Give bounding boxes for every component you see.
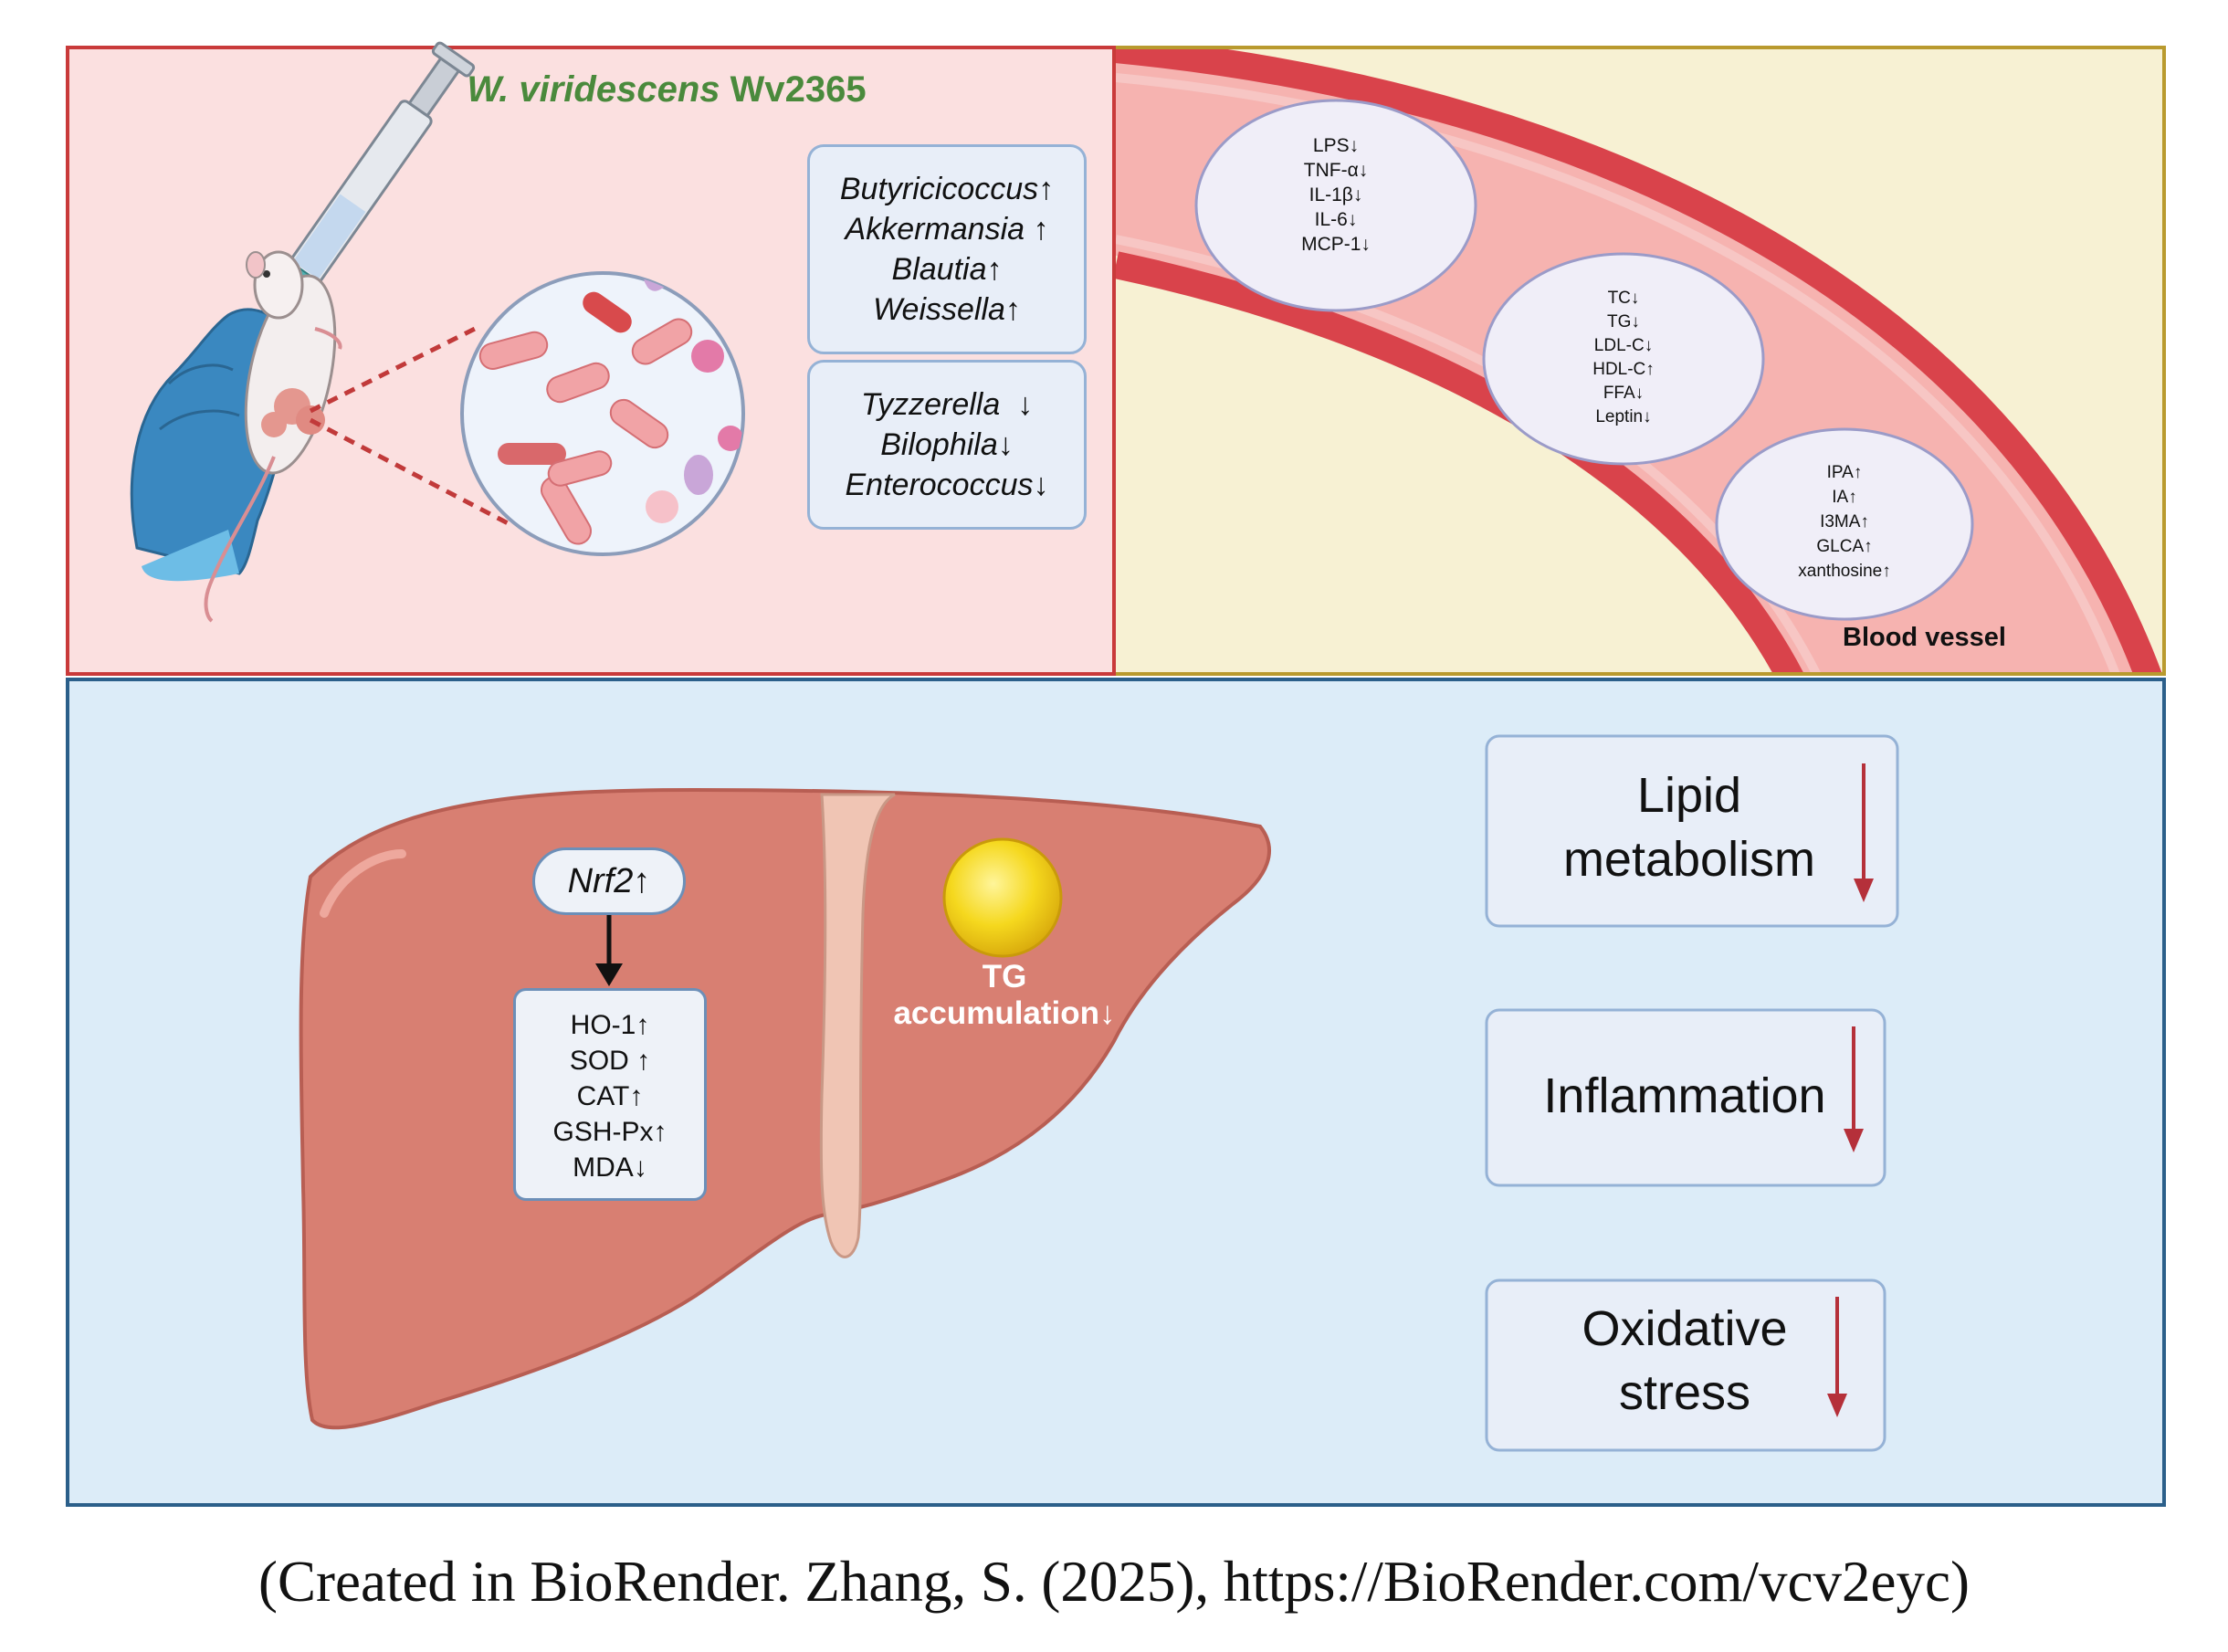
lipid-metabolism-box bbox=[1485, 734, 1899, 928]
metabolite-ellipse bbox=[1715, 427, 1974, 621]
metabolite-list: IPA↑ IA↑ I3MA↑ GLCA↑ xanthosine↑ bbox=[1798, 463, 1891, 581]
strain-title: W. viridescens Wv2365 bbox=[467, 69, 867, 110]
inflammation-box bbox=[1485, 1008, 1886, 1187]
mouse-icon bbox=[204, 250, 342, 623]
lipid-metabolism-label: Lipid metabolism bbox=[1562, 768, 1816, 887]
taxon-decreased: Enterococcus↓ bbox=[845, 468, 1049, 502]
oxidative-stress-box bbox=[1485, 1278, 1886, 1452]
antioxidant-enzyme-box: HO-1↑ SOD ↑ CAT↑ GSH-Px↑ MDA↓ bbox=[513, 988, 707, 1201]
taxon-increased: Blautia↑ bbox=[891, 252, 1003, 287]
decreased-taxa-box: Tyzzerella ↓ Bilophila↓ Enterococcus↓ bbox=[807, 360, 1087, 530]
nrf2-box: Nrf2↑ bbox=[532, 847, 686, 915]
liver-illustration bbox=[299, 787, 1271, 1430]
taxon-increased: Akkermansia ↑ bbox=[845, 212, 1049, 247]
nrf2-to-enzymes-arrow bbox=[595, 915, 623, 986]
increased-taxa-box: Butyricicoccus↑ Akkermansia ↑ Blautia↑ W… bbox=[807, 144, 1087, 354]
tg-accumulation-label: TG accumulation↓ bbox=[893, 959, 1116, 1031]
oxidative-down-arrow-icon bbox=[1827, 1297, 1847, 1417]
lipid-down-arrow-icon bbox=[1854, 763, 1874, 902]
lipid-marker-list: TC↓ TG↓ LDL-C↓ HDL-C↑ FFA↓ Leptin↓ bbox=[1592, 289, 1655, 426]
inflammatory-marker-ellipse bbox=[1194, 99, 1477, 312]
inflammation-label: Inflammation bbox=[1543, 1068, 1826, 1123]
taxon-increased: Butyricicoccus↑ bbox=[839, 172, 1055, 206]
inflammatory-marker-list: LPS↓ TNF-α↓ IL-1β↓ IL-6↓ MCP-1↓ bbox=[1301, 135, 1371, 255]
lipid-marker-ellipse bbox=[1482, 252, 1765, 466]
tg-droplet-icon bbox=[942, 837, 1063, 958]
credit-caption: (Created in BioRender. Zhang, S. (2025),… bbox=[258, 1550, 1970, 1614]
taxon-decreased: Bilophila↓ bbox=[880, 427, 1014, 462]
taxon-decreased: Tyzzerella ↓ bbox=[860, 387, 1034, 422]
inflammation-down-arrow-icon bbox=[1844, 1026, 1864, 1152]
blood-vessel-label: Blood vessel bbox=[1843, 623, 2006, 652]
oxidative-stress-label: Oxidative stress bbox=[1582, 1301, 1788, 1420]
gut-bacteria-circle bbox=[460, 271, 745, 556]
taxon-increased: Weissella↑ bbox=[873, 292, 1021, 327]
